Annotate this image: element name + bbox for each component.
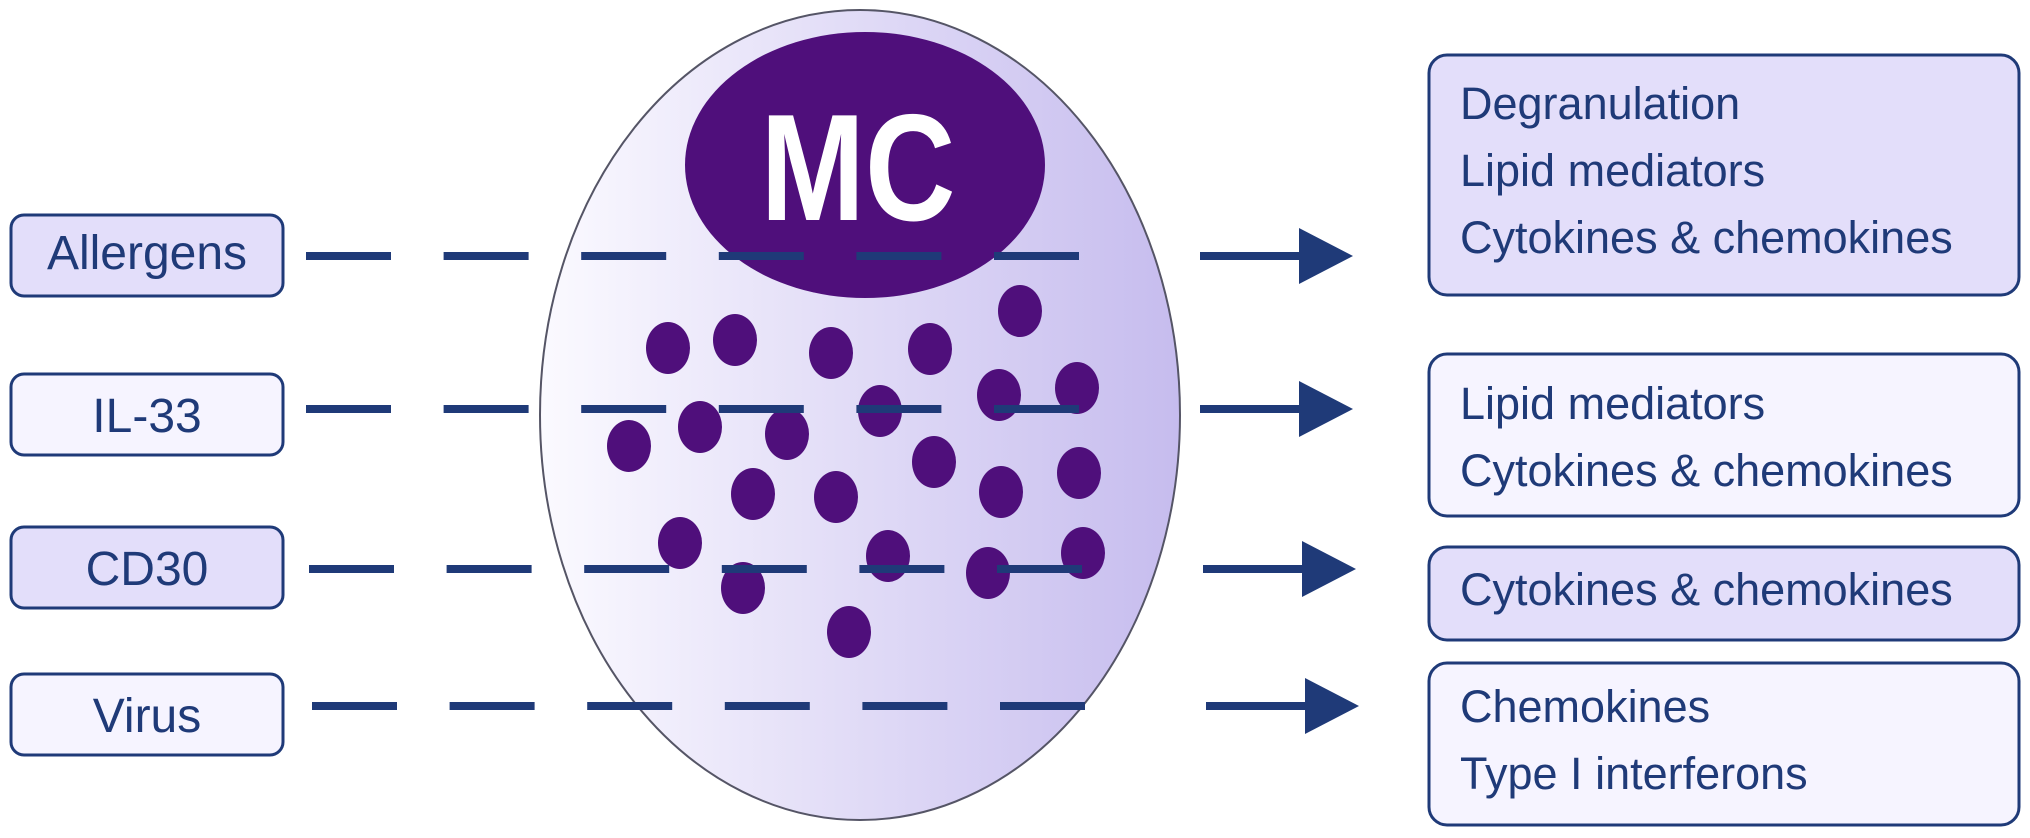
stimulus-label: IL-33 — [92, 390, 201, 443]
output-line: Type I interferons — [1460, 748, 1808, 799]
arrow-head — [1299, 381, 1353, 437]
nucleus — [685, 32, 1045, 298]
granule — [646, 322, 690, 374]
granule — [866, 530, 910, 582]
stimulus-box — [9, 213, 285, 298]
granule — [658, 517, 702, 569]
output-line: Chemokines — [1460, 681, 1710, 732]
granule — [765, 408, 809, 460]
output-line: Lipid mediators — [1460, 145, 1765, 196]
stimulus-label: Allergens — [47, 227, 247, 280]
signal-row — [306, 381, 1353, 437]
granule — [721, 562, 765, 614]
cell-label: MC — [761, 83, 956, 253]
granule — [731, 468, 775, 520]
granule — [678, 401, 722, 453]
stimulus-box — [9, 525, 285, 610]
stimulus-label: Virus — [93, 690, 202, 743]
granule — [998, 285, 1042, 337]
granule — [607, 420, 651, 472]
granule — [912, 436, 956, 488]
arrow-head — [1299, 228, 1353, 284]
stimulus-label: CD30 — [86, 543, 209, 596]
output-line: Cytokines & chemokines — [1460, 212, 1953, 263]
signal-arrows — [306, 228, 1359, 734]
stimulus-box — [9, 372, 285, 457]
granule — [1055, 362, 1099, 414]
output-box — [1427, 545, 2021, 642]
stimulus-box — [9, 672, 285, 757]
output-box — [1427, 53, 2021, 297]
output-box — [1427, 352, 2021, 518]
output-box — [1427, 661, 2021, 827]
signal-row — [306, 228, 1353, 284]
output-virus: Chemokines Type I interferons — [1427, 661, 2021, 827]
granule — [966, 547, 1010, 599]
output-cd30: Cytokines & chemokines — [1427, 545, 2021, 642]
granule — [977, 369, 1021, 421]
stimulus-virus: Virus — [9, 672, 285, 757]
output-line: Cytokines & chemokines — [1460, 564, 1953, 615]
granule — [908, 323, 952, 375]
granule — [809, 327, 853, 379]
granule — [827, 606, 871, 658]
output-allergens: Degranulation Lipid mediators Cytokines … — [1427, 53, 2021, 297]
granule — [979, 466, 1023, 518]
mast-cell: MC — [539, 9, 1181, 821]
granule — [1057, 447, 1101, 499]
stimulus-il33: IL-33 — [9, 372, 285, 457]
output-line: Cytokines & chemokines — [1460, 445, 1953, 496]
output-line: Degranulation — [1460, 78, 1740, 129]
output-line: Lipid mediators — [1460, 378, 1765, 429]
granule — [814, 471, 858, 523]
output-il33: Lipid mediators Cytokines & chemokines — [1427, 352, 2021, 518]
signal-row — [312, 678, 1359, 734]
signal-row — [309, 541, 1356, 597]
stimulus-cd30: CD30 — [9, 525, 285, 610]
granule — [713, 314, 757, 366]
stimulus-allergens: Allergens — [9, 213, 285, 298]
arrow-head — [1305, 678, 1359, 734]
arrow-head — [1302, 541, 1356, 597]
granules — [607, 285, 1105, 658]
